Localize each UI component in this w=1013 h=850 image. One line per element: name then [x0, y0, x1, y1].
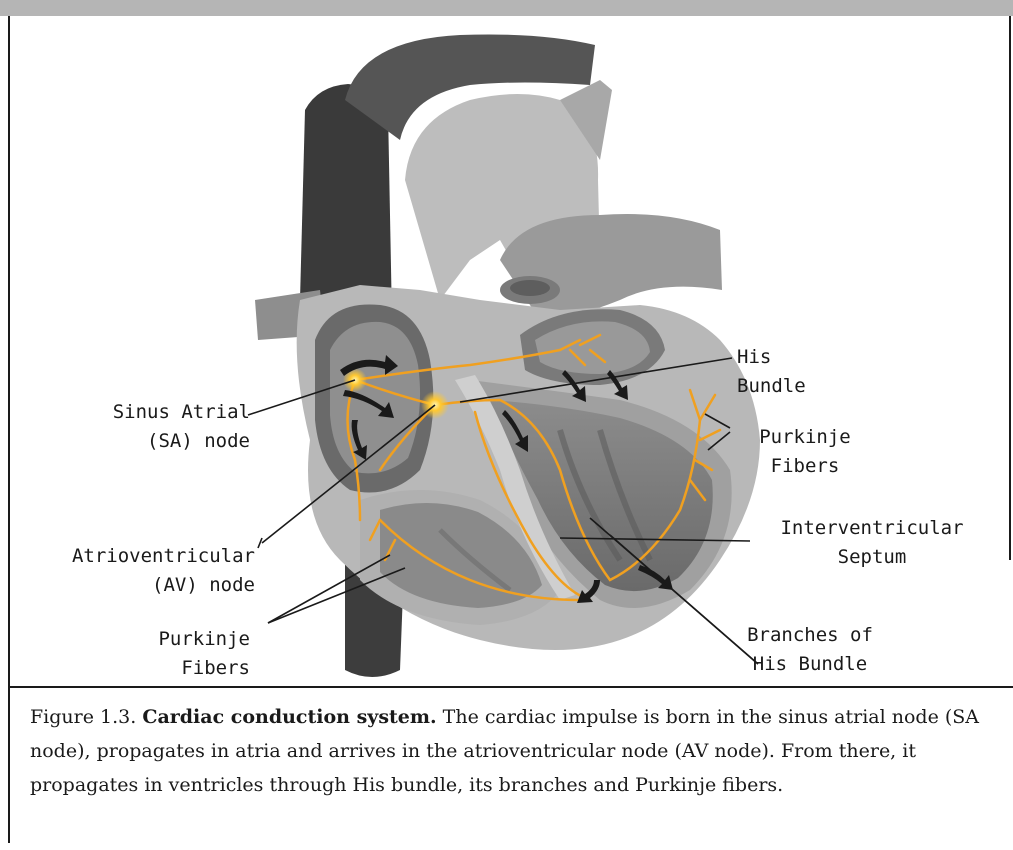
label-av-node-line1: Atrioventricular — [30, 542, 255, 571]
pulmonary-artery — [500, 214, 722, 320]
label-purkinje-right-line2: Fibers — [735, 452, 875, 481]
label-sa-node-line2: (SA) node — [60, 427, 250, 456]
label-septum-line1: Interventricular — [752, 514, 992, 543]
label-purkinje-left: Purkinje Fibers — [120, 625, 250, 683]
label-branches-line2: His Bundle — [735, 650, 885, 679]
figure-caption: Figure 1.3. Cardiac conduction system. T… — [30, 700, 1000, 802]
caption-title: Cardiac conduction system. — [142, 706, 436, 728]
label-branches-line1: Branches of — [735, 621, 885, 650]
label-sa-node: Sinus Atrial (SA) node — [60, 398, 250, 456]
label-purkinje-left-line1: Purkinje — [120, 625, 250, 654]
label-septum: Interventricular Septum — [752, 514, 992, 572]
label-his-bundle-line2: Bundle — [737, 372, 857, 401]
caption-number: Figure 1.3. — [30, 706, 136, 728]
caption-separator — [9, 686, 1013, 688]
label-purkinje-right: Purkinje Fibers — [735, 423, 875, 481]
label-his-bundle: His Bundle — [737, 343, 857, 401]
label-purkinje-left-line2: Fibers — [120, 654, 250, 683]
label-branches: Branches of His Bundle — [735, 621, 885, 679]
label-his-bundle-line1: His — [737, 343, 857, 372]
label-septum-line2: Septum — [752, 543, 992, 572]
label-sa-node-line1: Sinus Atrial — [60, 398, 250, 427]
label-purkinje-right-line1: Purkinje — [735, 423, 875, 452]
label-av-node: Atrioventricular (AV) node — [30, 542, 255, 600]
label-av-node-line2: (AV) node — [30, 571, 255, 600]
